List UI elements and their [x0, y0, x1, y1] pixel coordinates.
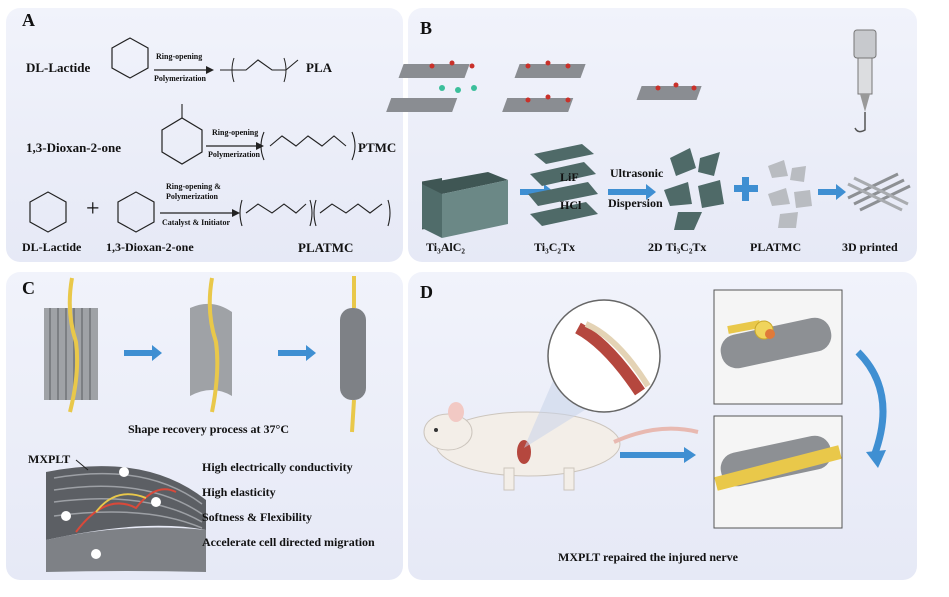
- row3-plus: +: [86, 196, 100, 222]
- ti3c2tx-accordion: [528, 144, 598, 226]
- panel-d-label: D: [420, 282, 433, 302]
- curved-arrow-d: [855, 349, 887, 458]
- platmc-chain-a: [245, 203, 307, 214]
- arrow-c1: [124, 345, 162, 361]
- muscle-zoom: [547, 299, 661, 413]
- ti3alc2-stack: [422, 172, 508, 238]
- arrow1-bottom-label: HCl: [560, 198, 582, 212]
- caption-platmc: PLATMC: [750, 240, 802, 254]
- row3-arrow-top1: Ring-opening &: [166, 182, 221, 191]
- arrow-3: [818, 184, 846, 200]
- panel-c-graphics: [44, 276, 366, 572]
- arrow2-bottom-label: Dispersion: [608, 196, 663, 210]
- platmc-pieces: [768, 160, 812, 228]
- flat-scaffold: [44, 277, 98, 413]
- printed-scaffold: [847, 172, 911, 212]
- arrow-2: [608, 184, 656, 200]
- shape-recovery-caption: Shape recovery process at 37°C: [128, 422, 289, 436]
- mxplt-label: MXPLT: [28, 452, 71, 466]
- nerve-1: [67, 277, 80, 413]
- platmc-chain-b: [319, 203, 383, 214]
- arrow-d: [620, 447, 696, 463]
- row2-reactant: 1,3-Dioxan-2-one: [26, 140, 121, 155]
- panel-a: A DL-Lactide Ring-opening Polymerization…: [6, 8, 403, 262]
- panel-a-structures: [29, 37, 391, 233]
- row3-arrow-bottom: Catalyst & Initiator: [162, 218, 230, 227]
- panel-c-label: C: [22, 278, 35, 298]
- ti3c2tx-lattice: [502, 60, 586, 112]
- caption-ti3c2tx: Ti₃C₂Tx: [534, 240, 575, 254]
- panel-b-label: B: [420, 18, 433, 38]
- panel-b: B: [386, 8, 917, 262]
- panel-d-graphics: [423, 289, 887, 529]
- property-4: Accelerate cell directed migration: [202, 535, 375, 549]
- pla-chain: [220, 59, 299, 71]
- row2-product: PTMC: [358, 140, 397, 155]
- tube-scaffold: [340, 276, 366, 433]
- row1-product: PLA: [306, 60, 332, 75]
- arrow-c2: [278, 345, 316, 361]
- lactide-ring: [111, 37, 149, 79]
- panel-d: D: [408, 272, 917, 580]
- row3-reactant1: DL-Lactide: [22, 240, 82, 254]
- row1-arrow-bottom: Polymerization: [154, 74, 206, 83]
- 2d-lattice: [636, 82, 702, 100]
- lactide-ring-2: [29, 191, 67, 233]
- panel-a-label: A: [22, 10, 35, 30]
- ti3alc2-lattice: [386, 60, 477, 112]
- caption-3d-printed: 3D printed: [842, 240, 898, 254]
- tmc-ring: [161, 117, 203, 165]
- plus-sign: [734, 177, 758, 201]
- row3-product: PLATMC: [298, 240, 354, 255]
- arrow1-top-label: LiF: [560, 170, 579, 184]
- panel-c: C: [6, 272, 403, 580]
- row1-reactant: DL-Lactide: [26, 60, 91, 75]
- property-3: Softness & Flexibility: [202, 510, 312, 524]
- panel-b-graphics: [386, 29, 911, 238]
- mxplt-sheet: [46, 459, 206, 572]
- panel-d-caption: MXPLT repaired the injured nerve: [558, 550, 738, 564]
- row3-arrow-top2: Polymerization: [166, 192, 218, 201]
- nerve-box-before: [713, 289, 843, 405]
- tmc-ring-2: [117, 191, 155, 233]
- arrow2-top-label: Ultrasonic: [610, 166, 664, 180]
- ptmc-chain: [269, 135, 347, 147]
- row2-arrow-bottom: Polymerization: [208, 150, 260, 159]
- caption-2d-ti3c2tx: 2D Ti₃C₂Tx: [648, 240, 707, 254]
- property-2: High elasticity: [202, 485, 276, 499]
- mxene-flakes: [664, 148, 724, 230]
- row2-arrow-top: Ring-opening: [212, 128, 259, 137]
- rolling-scaffold: [190, 277, 232, 413]
- nerve-box-after: [713, 415, 843, 529]
- printer-nozzle-icon: [853, 29, 877, 133]
- row3-reactant2: 1,3-Dioxan-2-one: [106, 240, 194, 254]
- row1-arrow-top: Ring-opening: [156, 52, 203, 61]
- nerve-2: [207, 277, 220, 413]
- caption-ti3alc2: Ti₃AlC₂: [426, 240, 465, 254]
- property-1: High electrically conductivity: [202, 460, 353, 474]
